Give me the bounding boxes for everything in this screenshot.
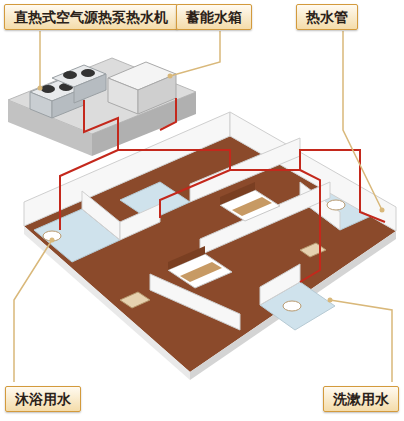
leader-line: [39, 31, 41, 88]
leader-dot: [50, 238, 55, 243]
callout-label: 直热式空气源热泵热水机: [14, 8, 168, 26]
callout-box: 沐浴用水: [5, 386, 81, 412]
heat-pump-unit: [74, 74, 106, 103]
bed: [180, 262, 222, 282]
callout-label: 洗漱用水: [333, 390, 389, 408]
walls: [24, 112, 230, 226]
walls: [24, 112, 396, 330]
hot-water-pipe: [160, 98, 176, 130]
floor: [24, 226, 190, 380]
walls: [260, 264, 300, 305]
storage-tank: [108, 78, 138, 114]
hot-water-pipe: [300, 170, 320, 282]
bed: [232, 197, 272, 216]
heat-pump-unit: [81, 69, 95, 77]
hot-water-pipe: [84, 100, 385, 222]
callout-label: 蓄能水箱: [186, 8, 242, 26]
floor: [24, 136, 396, 380]
furniture: [327, 200, 345, 210]
furniture: [43, 200, 345, 311]
callout-box: 热水管: [296, 4, 358, 30]
leader-line: [330, 300, 392, 382]
callout-box: 蓄能水箱: [176, 4, 252, 30]
callout-box: 洗漱用水: [323, 386, 399, 412]
bed: [220, 182, 255, 205]
leader-dot: [328, 298, 333, 303]
bed: [168, 246, 205, 270]
floor: [24, 136, 396, 372]
furniture: [120, 292, 150, 308]
walls: [120, 204, 160, 240]
heat-pump-unit: [30, 92, 52, 118]
storage-tank: [138, 74, 176, 114]
leader-dot: [380, 208, 385, 213]
heat-pump-unit: [41, 85, 55, 93]
heat-pump-unit: [63, 71, 77, 79]
leader-line: [170, 31, 220, 76]
callout-box: 直热式空气源热泵热水机: [4, 4, 178, 30]
callout-label: 热水管: [306, 8, 348, 26]
hot-water-pipe: [60, 98, 385, 282]
leader-line: [14, 31, 392, 382]
leader-dot: [38, 86, 43, 91]
storage-tank: [108, 62, 176, 114]
walls: [200, 182, 330, 255]
furniture: [300, 243, 326, 257]
hot-water-pipe: [60, 150, 118, 230]
furniture: [283, 301, 301, 311]
hot-water-pipe: [160, 170, 230, 218]
bathroom-floor: [34, 182, 380, 330]
leader-line: [14, 240, 52, 382]
heat-pump-unit: [30, 65, 106, 118]
walls: [82, 191, 120, 240]
leader-dot: [38, 74, 385, 303]
leader-dot: [168, 74, 173, 79]
callout-label: 沐浴用水: [15, 390, 71, 408]
leader-line: [343, 31, 382, 210]
bed: [168, 182, 280, 288]
